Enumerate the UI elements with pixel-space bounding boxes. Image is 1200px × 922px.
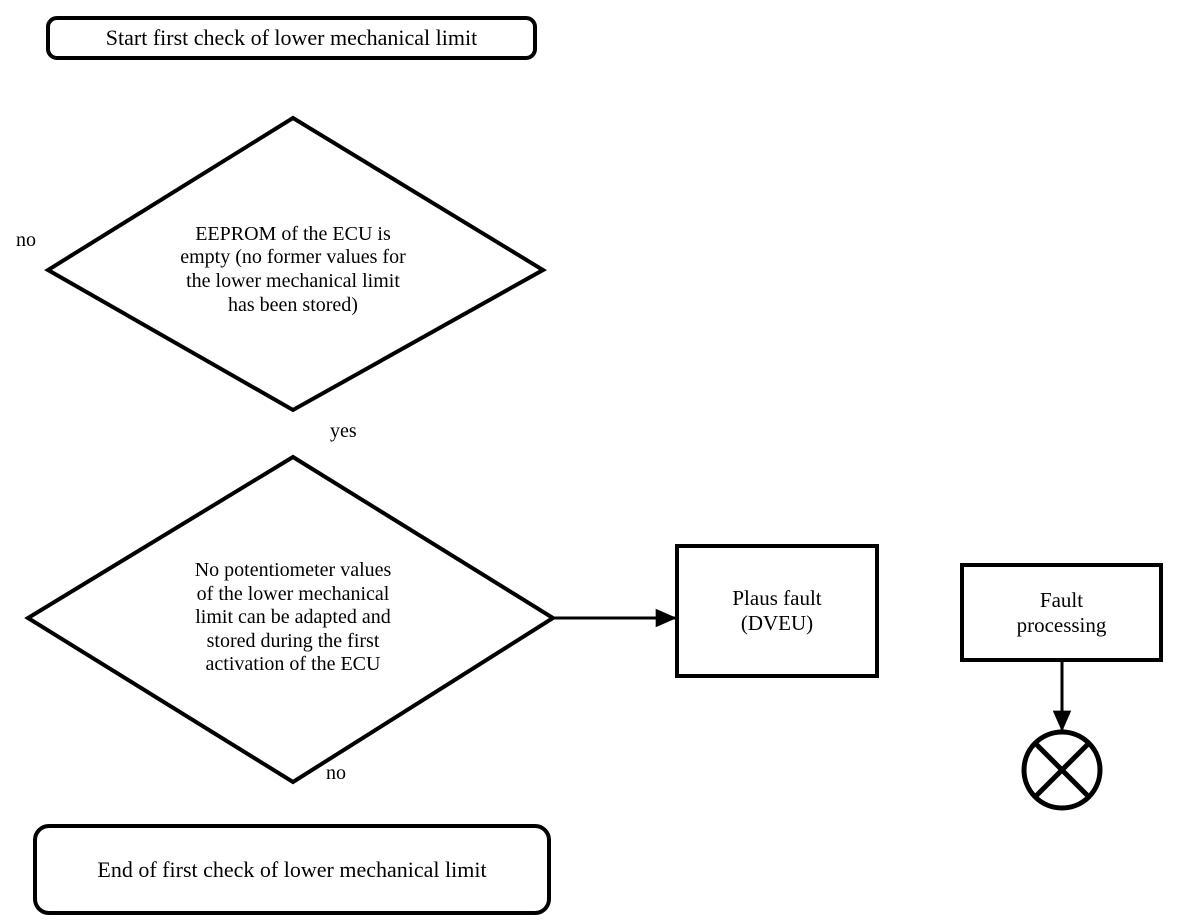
process-faultproc-shape	[960, 563, 1163, 662]
decision-eeprom-shape	[44, 115, 547, 413]
connector-cross-stroke-b	[1033, 741, 1091, 799]
edge-label-adapt-no: no	[326, 762, 346, 784]
decision-adapt-shape	[24, 454, 557, 785]
terminal-end-shape	[33, 824, 551, 915]
edge-label-eeprom-no: no	[16, 229, 36, 251]
process-plaus-shape	[675, 544, 879, 678]
terminal-start-shape	[46, 16, 537, 60]
edge-label-eeprom-yes: yes	[330, 420, 357, 442]
